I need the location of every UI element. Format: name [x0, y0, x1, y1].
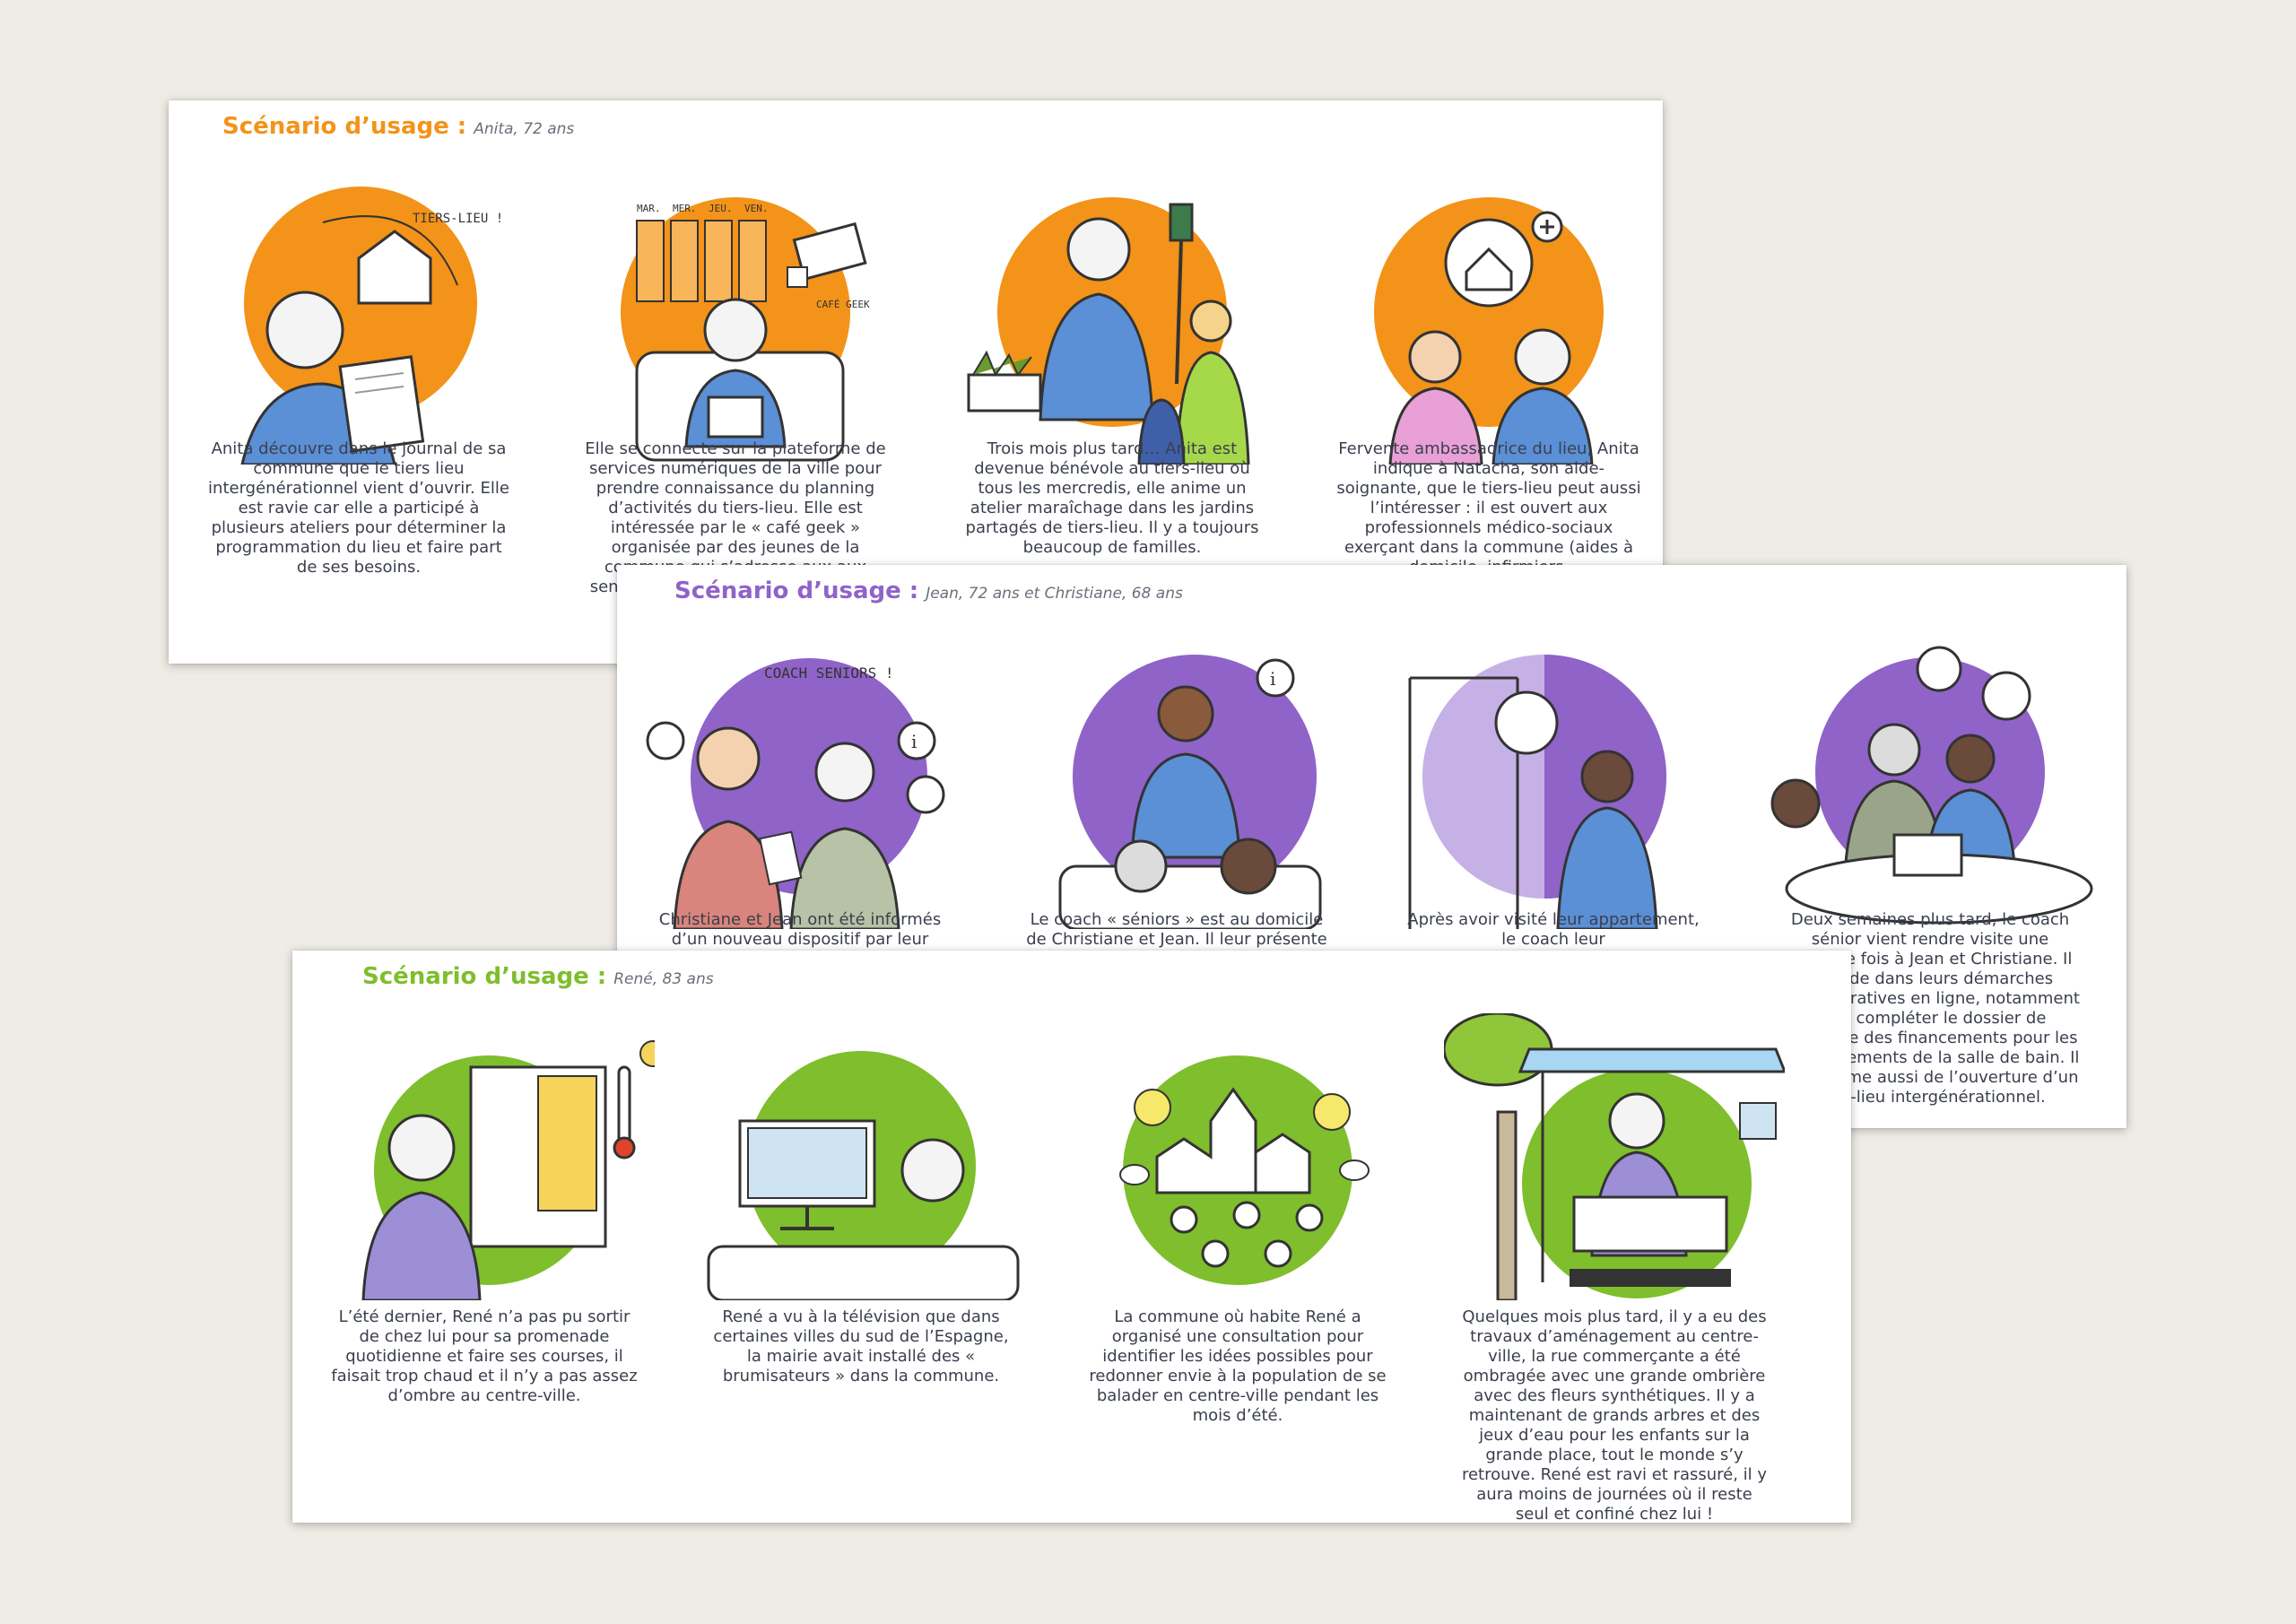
- town-skyline: [1155, 1087, 1311, 1194]
- illustration-watching-tv: [691, 1013, 1031, 1300]
- calendar-grid: [636, 220, 767, 302]
- scenario-subtitle: Anita, 72 ans: [474, 120, 575, 138]
- crowd: [1170, 1201, 1324, 1268]
- panel-caption: Deux semaines plus tard, le coach sénior…: [1780, 910, 2080, 1107]
- scenario-title: Scénario d’usage :: [674, 578, 919, 604]
- panel-caption: Fervente ambassadrice du lieu, Anita ind…: [1336, 439, 1641, 577]
- sun-icon: [639, 1040, 655, 1067]
- panel-caption: Après avoir visité leur appartement, le …: [1407, 910, 1700, 949]
- svg-text:i: i: [1270, 668, 1275, 690]
- document-icon: [906, 775, 945, 814]
- plus-icon: [1531, 211, 1563, 243]
- scenario-panel: Quelques mois plus tard, il y a eu des t…: [1444, 951, 1785, 1523]
- panel-caption: Trois mois plus tard… Anita est devenue …: [965, 439, 1259, 557]
- panel-caption: René a vu à la télévision que dans certa…: [713, 1307, 1009, 1385]
- svg-text:i: i: [911, 731, 917, 752]
- illustration-public-consultation: [1067, 1013, 1408, 1300]
- scenario-panel: Deux semaines plus tard, le coach sénior…: [1760, 565, 2100, 1128]
- illustration-caregiver-conversation: [1318, 178, 1659, 465]
- illustration-online-planning: MAR. MER. JEU. VEN. CAFÉ GEEK: [565, 178, 906, 465]
- laptop-icon: [1892, 833, 1963, 877]
- window: [469, 1065, 607, 1248]
- speech-bubble-icon: [1119, 1164, 1150, 1185]
- scenario-panel: Après avoir visité leur appartement, le …: [1383, 565, 1724, 1128]
- speech-bubble-house-icon: [1444, 218, 1534, 308]
- panel-caption: Le coach « séniors » est au domicile de …: [1026, 910, 1327, 949]
- panel-label: MAR.: [637, 203, 661, 214]
- scenario-panel: COACH SENIORS ! i Christiane et Jean ont…: [630, 565, 970, 1128]
- scenario-title: Scénario d’usage :: [362, 963, 607, 990]
- shade-canopy: [1518, 1047, 1785, 1282]
- info-icon: i: [1256, 658, 1295, 698]
- shovel-icon: [1169, 203, 1194, 385]
- tablet-icon: [707, 395, 764, 439]
- scenario-heading: Scénario d’usage : Anita, 72 ans: [222, 113, 574, 140]
- illustration-heatwave-window: [314, 1013, 655, 1300]
- info-icon: i: [897, 721, 936, 760]
- panel-label: TIERS-LIEU !: [413, 212, 503, 226]
- icon-bubble: [646, 721, 685, 760]
- panel-label: CAFÉ GEEK: [816, 299, 870, 310]
- invoice-icon: [1981, 671, 2031, 721]
- illustration-online-paperwork: [1760, 642, 2100, 929]
- speech-bubble-icon: [1339, 1159, 1370, 1181]
- panel-caption: La commune où habite René a organisé une…: [1089, 1307, 1387, 1425]
- panel-caption: Quelques mois plus tard, il y a eu des t…: [1461, 1307, 1768, 1523]
- scenario-card-anita: Scénario d’usage : Anita, 72 ans TIERS-LI…: [169, 100, 1663, 664]
- laptop-icon: [792, 221, 867, 282]
- scenario-subtitle: René, 83 ans: [613, 970, 714, 988]
- television-icon: [738, 1119, 876, 1230]
- illustration-shaded-bench: [1444, 1013, 1785, 1300]
- illustration-coach-leaflet: COACH SENIORS ! i: [630, 642, 970, 929]
- scenario-panel: La commune où habite René a organisé une…: [1067, 951, 1408, 1523]
- lightbulb-icon: [1134, 1089, 1171, 1126]
- shower-icon: [1494, 690, 1559, 755]
- lightbulb-icon: [1313, 1093, 1351, 1131]
- panel-label: JEU.: [709, 203, 733, 214]
- panel-caption: Anita découvre dans le journal de sa com…: [208, 439, 509, 577]
- scenario-panel: René a vu à la télévision que dans certa…: [691, 951, 1031, 1523]
- scenario-panel: L’été dernier, René n’a pas pu sortir de…: [314, 951, 655, 1523]
- illustration-bathroom-visit: [1383, 642, 1724, 929]
- water-fountain-icon: [1739, 1102, 1777, 1140]
- thermometer-icon: [613, 1065, 636, 1159]
- vegetable-planter: [967, 350, 1042, 413]
- scenario-panel: Fervente ambassadrice du lieu, Anita ind…: [1318, 100, 1659, 664]
- illustration-gardening-workshop: [942, 178, 1283, 465]
- bench: [1570, 1195, 1731, 1287]
- panel-label: MER.: [673, 203, 697, 214]
- scenario-panel: Trois mois plus tard… Anita est devenue …: [942, 100, 1283, 664]
- illustration-reading-newspaper: TIERS-LIEU !: [188, 178, 529, 465]
- scenario-heading: Scénario d’usage : René, 83 ans: [362, 963, 714, 990]
- panel-caption: Christiane et Jean ont été informés d’un…: [658, 910, 942, 949]
- scenario-heading: Scénario d’usage : Jean, 72 ans et Christ…: [674, 578, 1183, 604]
- panel-label: COACH SENIORS !: [764, 664, 894, 682]
- panel-label: VEN.: [744, 203, 769, 214]
- scenario-panel: i Le coach « séniors » est au domicile d…: [1006, 565, 1347, 1128]
- house-icon: [357, 230, 432, 305]
- document-icon: [1916, 646, 1962, 692]
- scenario-subtitle: Jean, 72 ans et Christiane, 68 ans: [926, 585, 1183, 603]
- panel-caption: L’été dernier, René n’a pas pu sortir de…: [331, 1307, 638, 1405]
- illustration-coach-home-visit: i: [1006, 642, 1347, 929]
- coffee-cup-icon: [787, 266, 808, 288]
- scenario-title: Scénario d’usage :: [222, 113, 467, 140]
- scenario-card-rene: Scénario d’usage : René, 83 ans L’été der…: [292, 951, 1851, 1523]
- scenario-panel: TIERS-LIEU ! Anita découvre dans le jour…: [188, 100, 529, 664]
